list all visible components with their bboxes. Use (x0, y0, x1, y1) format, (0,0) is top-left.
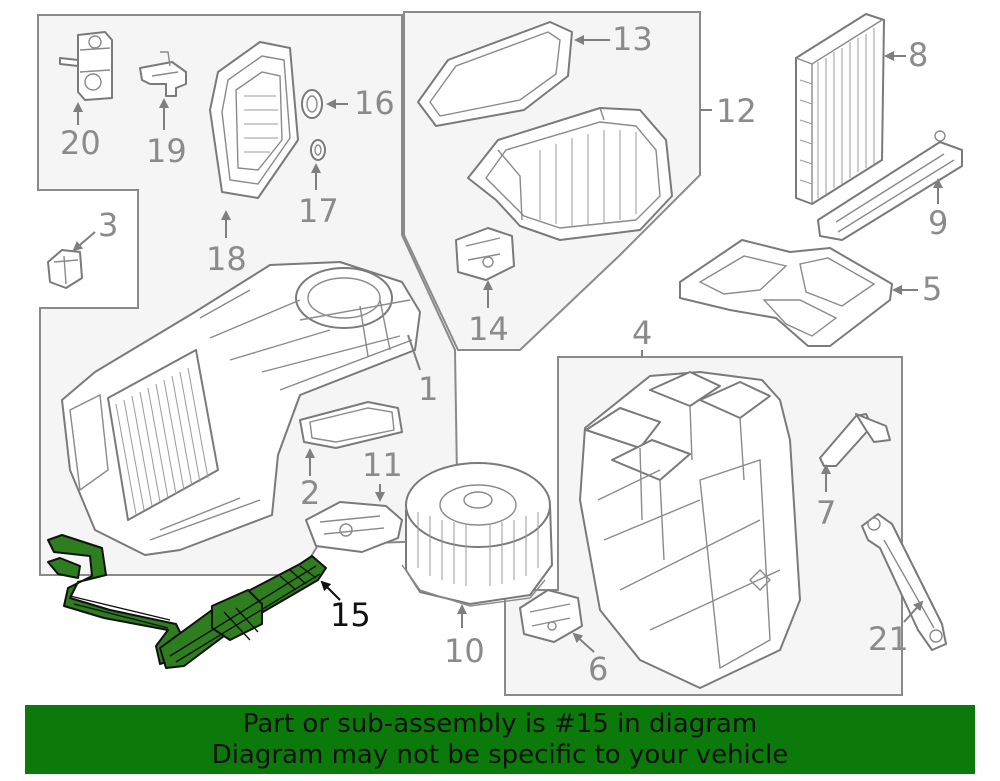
callout-7: 7 (816, 494, 836, 532)
part-heater-core (47, 534, 327, 669)
callout-5: 5 (922, 270, 942, 308)
callout-10: 10 (444, 632, 485, 670)
callout-11: 11 (362, 446, 403, 484)
part-drain-hose (861, 513, 947, 651)
callout-19: 19 (146, 132, 187, 170)
callout-8: 8 (908, 36, 928, 74)
part-actuator-upper (455, 227, 515, 281)
info-banner: Part or sub-assembly is #15 in diagram D… (25, 705, 975, 774)
callout-14: 14 (468, 310, 509, 348)
part-expansion-valve (59, 31, 113, 101)
part-gasket (679, 239, 893, 347)
callout-1: 1 (418, 370, 438, 408)
callout-18: 18 (206, 240, 247, 278)
banner-line-2: Diagram may not be specific to your vehi… (211, 739, 789, 770)
part-cabin-filter (795, 13, 885, 205)
callout-21: 21 (868, 620, 909, 658)
callout-labels: 20 19 18 16 17 3 1 2 11 10 15 13 12 14 8… (60, 20, 948, 688)
part-temperature-sensor (819, 413, 891, 467)
part-lower-case (579, 371, 801, 689)
callout-20: 20 (60, 124, 101, 162)
callout-4: 4 (632, 314, 652, 352)
part-resistor-module (305, 501, 403, 553)
part-o-ring-large (301, 89, 323, 119)
leader-lines (72, 35, 943, 653)
callout-13: 13 (612, 20, 653, 58)
part-o-ring-small (310, 139, 326, 161)
callout-9: 9 (928, 204, 948, 242)
part-evaporator-seal (209, 41, 299, 199)
part-blower-motor (401, 462, 553, 607)
callout-17: 17 (298, 192, 339, 230)
part-upper-case (467, 107, 673, 241)
part-filter-door (817, 130, 963, 241)
callout-2: 2 (300, 474, 320, 512)
callout-16: 16 (354, 84, 395, 122)
part-actuator-lower (519, 589, 583, 643)
part-cap (47, 249, 83, 289)
callout-15: 15 (330, 596, 371, 634)
callout-3: 3 (98, 206, 118, 244)
part-upper-seal (417, 21, 573, 127)
banner-line-1: Part or sub-assembly is #15 in diagram (242, 708, 758, 739)
part-bracket (139, 51, 187, 97)
part-hvac-housing (61, 261, 421, 556)
part-seal-frame (299, 401, 403, 449)
callout-12: 12 (716, 92, 757, 130)
callout-6: 6 (588, 650, 608, 688)
